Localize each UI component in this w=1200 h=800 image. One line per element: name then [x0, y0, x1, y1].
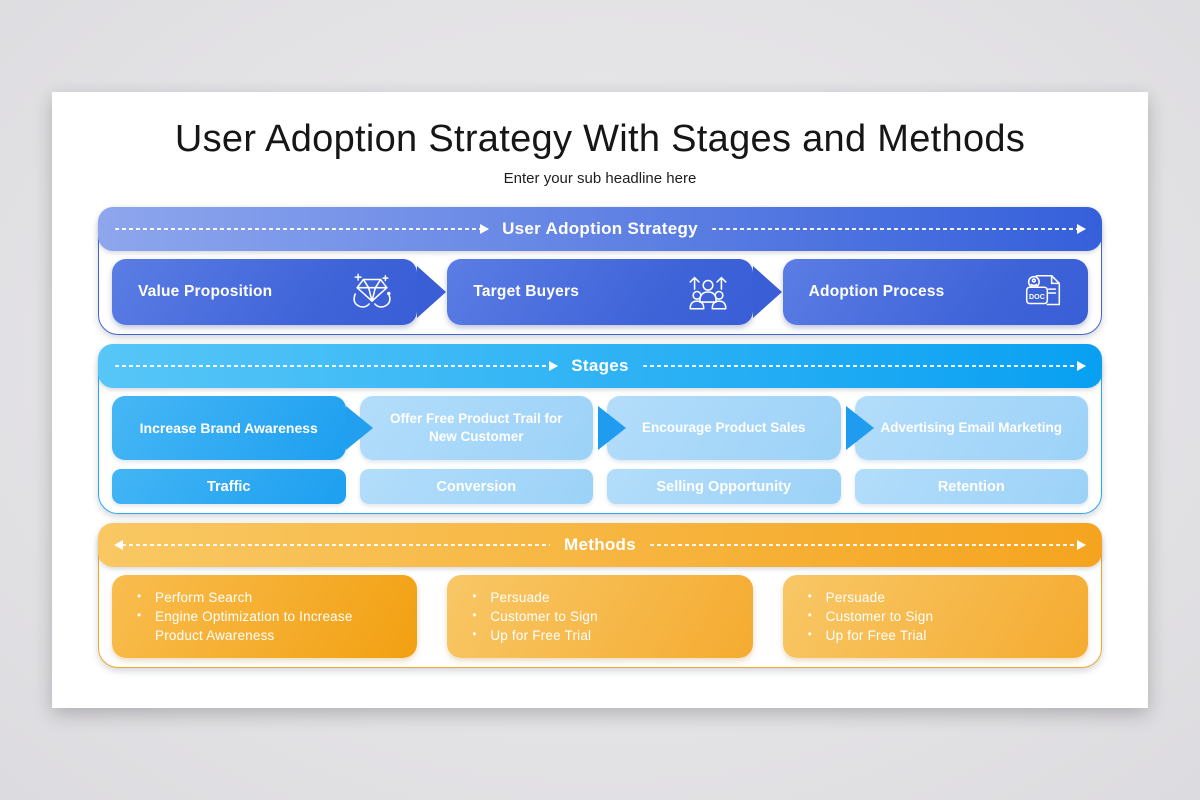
- slide-card: User Adoption Strategy With Stages and M…: [52, 92, 1148, 708]
- method-bullet: Persuade: [799, 588, 1072, 607]
- page-subtitle: Enter your sub headline here: [503, 170, 697, 187]
- stage-label-traffic: Traffic: [112, 469, 346, 504]
- doc-badge-label: DOC: [1029, 293, 1045, 301]
- stages-section-title: Stages: [571, 356, 629, 375]
- methods-section-title: Methods: [564, 535, 636, 554]
- stages-body: Increase Brand Awareness Offer Free Prod…: [99, 388, 1101, 513]
- section-methods: Methods Perform Search Engine Optimizati…: [98, 523, 1102, 668]
- strategy-box-target-buyers: Target Buyers: [447, 259, 753, 325]
- section-strategy: User Adoption Strategy Value Proposition: [98, 207, 1102, 335]
- methods-body: Perform Search Engine Optimization to In…: [99, 567, 1101, 667]
- stage-box-product-sales: Encourage Product Sales: [607, 396, 841, 460]
- method-bullet: Perform Search: [128, 588, 401, 607]
- dashed-arrow-left-icon: [115, 544, 551, 546]
- method-bullet-list: Perform Search Engine Optimization to In…: [128, 588, 401, 645]
- sections-stack: User Adoption Strategy Value Proposition: [52, 187, 1148, 668]
- stage-label-conversion: Conversion: [359, 469, 593, 504]
- dashed-arrow-right-icon: [642, 365, 1085, 367]
- method-bullet: Customer to Sign: [799, 607, 1072, 626]
- page-title: User Adoption Strategy With Stages and M…: [174, 118, 1026, 160]
- dashed-arrow-right-icon: [711, 228, 1086, 230]
- methods-header-band: Methods: [98, 523, 1102, 567]
- stage-box-free-trial: Offer Free Product Trail for New Custome…: [359, 396, 593, 460]
- method-bullet: Engine Optimization to Increase Product …: [128, 607, 401, 645]
- strategy-box-label: Adoption Process: [808, 283, 945, 300]
- doc-document-icon: DOC: [1020, 269, 1066, 315]
- stages-label-row: Traffic Conversion Selling Opportunity R…: [112, 469, 1088, 504]
- method-bullet: Customer to Sign: [463, 607, 736, 626]
- strategy-header-band: User Adoption Strategy: [98, 207, 1102, 251]
- diamond-in-hands-icon: [349, 269, 395, 315]
- dashed-arrow-right-icon: [115, 228, 489, 230]
- strategy-box-adoption-process: Adoption Process DOC: [782, 259, 1088, 325]
- methods-row: Perform Search Engine Optimization to In…: [112, 575, 1088, 658]
- strategy-section-title: User Adoption Strategy: [502, 219, 698, 238]
- method-bullet-list: Persuade Customer to Sign Up for Free Tr…: [463, 588, 736, 645]
- audience-growth-icon: [685, 269, 731, 315]
- strategy-box-value-proposition: Value Proposition: [112, 259, 418, 325]
- stage-box-email-marketing: Advertising Email Marketing: [854, 396, 1088, 460]
- dashed-arrow-right-icon: [115, 365, 558, 367]
- stages-flow-row: Increase Brand Awareness Offer Free Prod…: [112, 396, 1088, 460]
- strategy-box-label: Target Buyers: [473, 283, 580, 300]
- method-card-seo: Perform Search Engine Optimization to In…: [112, 575, 418, 658]
- strategy-body: Value Proposition: [99, 251, 1101, 334]
- strategy-box-label: Value Proposition: [138, 283, 273, 300]
- method-bullet: Persuade: [463, 588, 736, 607]
- strategy-row: Value Proposition: [112, 259, 1088, 325]
- method-bullet: Up for Free Trial: [799, 626, 1072, 645]
- method-card-persuade-1: Persuade Customer to Sign Up for Free Tr…: [447, 575, 753, 658]
- stage-label-retention: Retention: [854, 469, 1088, 504]
- method-bullet: Up for Free Trial: [463, 626, 736, 645]
- stage-label-selling-opportunity: Selling Opportunity: [607, 469, 841, 504]
- method-card-persuade-2: Persuade Customer to Sign Up for Free Tr…: [782, 575, 1088, 658]
- stage-box-awareness: Increase Brand Awareness: [112, 396, 346, 460]
- method-bullet-list: Persuade Customer to Sign Up for Free Tr…: [799, 588, 1072, 645]
- stages-header-band: Stages: [98, 344, 1102, 388]
- dashed-arrow-right-icon: [650, 544, 1086, 546]
- section-stages: Stages Increase Brand Awareness Offer Fr…: [98, 344, 1102, 514]
